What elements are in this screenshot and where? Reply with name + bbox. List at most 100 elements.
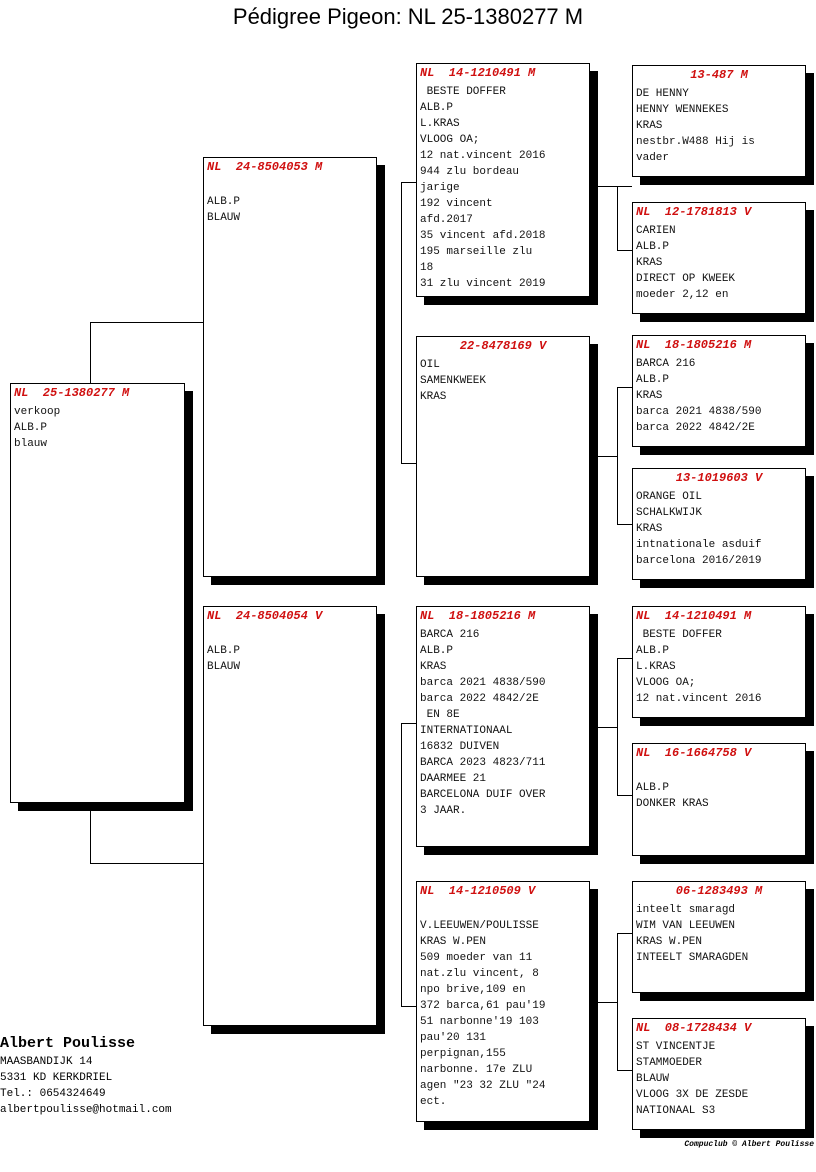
- pigeon-info-line: ORANGE OIL: [636, 491, 703, 503]
- connector: [597, 1002, 617, 1003]
- ring-number: 13-487 M: [690, 68, 748, 82]
- pigeon-info-line: CARIEN: [636, 225, 676, 237]
- pigeon-info-line: KRAS: [420, 661, 447, 673]
- pigeon-info-line: blauw: [14, 438, 48, 450]
- pigeon-info-line: KRAS: [636, 390, 663, 402]
- pigeon-info-line: [420, 902, 586, 918]
- connector: [90, 863, 203, 864]
- pigeon-info-line: [636, 764, 802, 780]
- copyright: Compuclub © Albert Poulisse: [684, 1140, 814, 1149]
- connector: [401, 463, 416, 464]
- pigeon-info-line: verkoop: [14, 406, 61, 418]
- connector: [597, 186, 632, 187]
- pigeon-info-line: L.KRAS: [420, 118, 460, 130]
- pigeon-info-line: DE HENNY: [636, 88, 689, 100]
- pigeon-info-line: HENNY WENNEKES: [636, 104, 729, 116]
- pigeon-info-line: inteelt smaragd: [636, 904, 736, 916]
- connector: [597, 727, 617, 728]
- connector: [617, 387, 618, 524]
- pigeon-info-line: INTERNATIONAAL: [420, 725, 513, 737]
- owner-city: 5331 KD KERKDRIEL: [0, 1072, 113, 1084]
- ring-number: NL 14-1210491 M: [636, 609, 752, 623]
- pigeon-info-line: vader: [636, 152, 670, 164]
- ring-number: NL 14-1210509 V: [420, 884, 536, 898]
- ring-number: NL 16-1664758 V: [636, 746, 752, 760]
- pigeon-info-line: 16832 DUIVEN: [420, 741, 500, 753]
- pigeon-info-line: 372 barca,61 pau'19: [420, 1000, 546, 1012]
- pigeon-info-line: L.KRAS: [636, 661, 676, 673]
- pigeon-info-line: 509 moeder van 11: [420, 952, 533, 964]
- pigeon-info-line: KRAS: [636, 120, 663, 132]
- pigeon-info-line: V.LEEUWEN/POULISSE: [420, 920, 539, 932]
- pigeon-info-line: SCHALKWIJK: [636, 507, 703, 519]
- pigeon-info-line: 192 vincent: [420, 198, 493, 210]
- pigeon-info-line: KRAS: [636, 523, 663, 535]
- connector: [401, 723, 402, 1006]
- pigeon-info-line: ALB.P: [636, 645, 670, 657]
- pigeon-info-line: KRAS W.PEN: [636, 936, 703, 948]
- pigeon-info-line: VLOOG 3X DE ZESDE: [636, 1089, 749, 1101]
- pigeon-info-line: barca 2021 4838/590: [636, 406, 762, 418]
- pigeon-card-sdd: 13-1019603 V ORANGE OIL SCHALKWIJK KRAS intn…: [632, 468, 806, 580]
- pigeon-info-line: BESTE DOFFER: [420, 86, 506, 98]
- owner-info: Albert Poulisse MAASBANDIJK 14 5331 KD K…: [0, 1034, 172, 1118]
- page-title: Pédigree Pigeon: NL 25-1380277 M: [232, 4, 584, 29]
- pigeon-info-line: 3 JAAR.: [420, 805, 467, 817]
- connector: [617, 186, 618, 250]
- pigeon-info-line: agen "23 32 ZLU "24: [420, 1080, 546, 1092]
- owner-address: MAASBANDIJK 14: [0, 1056, 93, 1068]
- connector: [617, 933, 618, 1070]
- pigeon-info-line: ALB.P: [636, 241, 670, 253]
- pigeon-info-line: ALB.P: [207, 645, 241, 657]
- pigeon-info-line: BARCELONA DUIF OVER: [420, 789, 546, 801]
- pigeon-info-line: perpignan,155: [420, 1048, 506, 1060]
- pigeon-info-line: afd.2017: [420, 214, 473, 226]
- pigeon-info-line: narbonne. 17e ZLU: [420, 1064, 533, 1076]
- owner-phone: Tel.: 0654324649: [0, 1088, 106, 1100]
- connector: [617, 524, 632, 525]
- pigeon-info-line: barcelona 2016/2019: [636, 555, 762, 567]
- ring-number: 22-8478169 V: [459, 339, 547, 353]
- ring-number: NL 12-1781813 V: [636, 205, 752, 219]
- pigeon-info-line: BLAUW: [636, 1073, 670, 1085]
- ring-number: NL 24-8504053 M: [207, 160, 323, 174]
- pigeon-info-line: barca 2022 4842/2E: [420, 693, 539, 705]
- pigeon-info-line: 12 nat.vincent 2016: [420, 150, 546, 162]
- ring-number: NL 18-1805216 M: [636, 338, 752, 352]
- connector: [617, 250, 632, 251]
- pigeon-info-line: ALB.P: [420, 102, 454, 114]
- pigeon-info-line: ALB.P: [14, 422, 48, 434]
- pigeon-info-line: 12 nat.vincent 2016: [636, 693, 762, 705]
- pigeon-info-line: BESTE DOFFER: [636, 629, 722, 641]
- connector: [617, 933, 632, 934]
- pigeon-info-line: intnationale asduif: [636, 539, 762, 551]
- ring-number: NL 25-1380277 M: [14, 386, 130, 400]
- connector: [617, 795, 632, 796]
- connector: [597, 456, 617, 457]
- pigeon-info-line: ALB.P: [207, 196, 241, 208]
- pigeon-info-line: jarige: [420, 182, 460, 194]
- owner-name: Albert Poulisse: [0, 1035, 136, 1052]
- connector: [401, 1006, 416, 1007]
- pigeon-info-line: BLAUW: [207, 661, 241, 673]
- pigeon-info-line: 35 vincent afd.2018: [420, 230, 546, 242]
- pigeon-info-line: STAMMOEDER: [636, 1057, 703, 1069]
- pigeon-info-line: BARCA 216: [420, 629, 480, 641]
- pigeon-info-line: KRAS W.PEN: [420, 936, 487, 948]
- pigeon-info-line: ALB.P: [420, 645, 454, 657]
- pigeon-card-dd: NL 14-1210509 V V.LEEUWEN/POULISSE KRAS W.…: [416, 881, 590, 1122]
- pigeon-info-line: 51 narbonne'19 103: [420, 1016, 539, 1028]
- ring-number: 06-1283493 M: [675, 884, 763, 898]
- pigeon-info-line: pau'20 131: [420, 1032, 487, 1044]
- pigeon-info-line: 195 marseille zlu: [420, 246, 533, 258]
- ring-number: NL 08-1728434 V: [636, 1021, 752, 1035]
- ring-number: 13-1019603 V: [675, 471, 763, 485]
